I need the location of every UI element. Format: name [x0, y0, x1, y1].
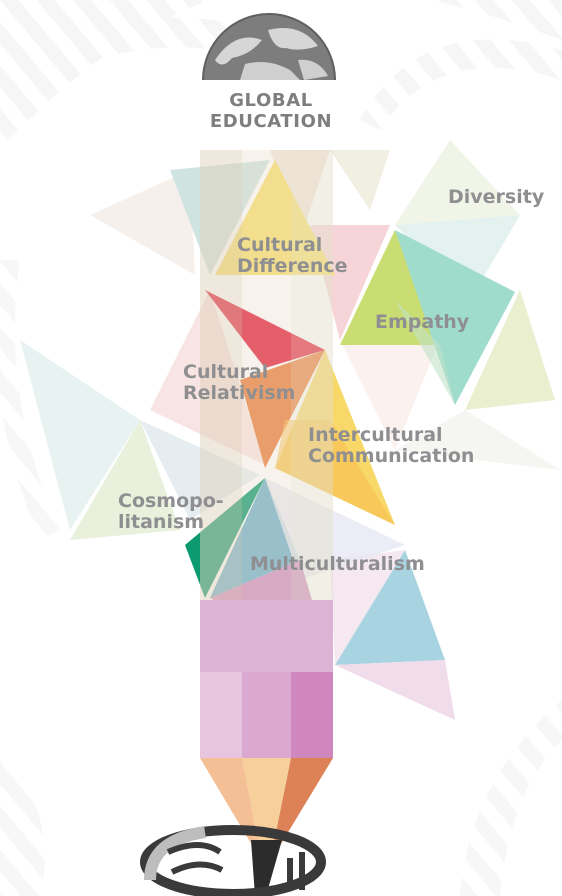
label-cosmopolitanism-line-1: Cosmopo- [118, 490, 224, 512]
label-intercultural-communication: Intercultural Communication [308, 425, 474, 467]
label-cultural-relativism-line-1: Cultural [183, 361, 269, 383]
concept-triangles [185, 160, 515, 660]
globe-icon [202, 13, 336, 81]
label-cosmopolitanism-line-2: litanism [118, 511, 205, 533]
title-line-2: EDUCATION [209, 111, 333, 132]
label-cultural-difference-line-1: Cultural [237, 234, 323, 256]
label-intercultural-communication-line-2: Communication [308, 445, 475, 467]
label-cultural-difference-line-2: Difference [237, 255, 348, 277]
title-line-1: GLOBAL [229, 90, 313, 111]
label-cultural-relativism-line-2: Relativism [183, 382, 296, 404]
label-multiculturalism: Multiculturalism [250, 553, 425, 575]
label-intercultural-communication-line-1: Intercultural [308, 424, 443, 446]
label-cultural-difference: Cultural Difference [237, 235, 348, 277]
label-cosmopolitanism: Cosmopo- litanism [118, 491, 224, 533]
page-title: GLOBAL EDUCATION [196, 90, 346, 132]
label-diversity: Diversity [448, 186, 545, 208]
pencil-illustration [200, 150, 333, 896]
logo-icon [140, 825, 326, 896]
label-empathy: Empathy [375, 311, 470, 333]
label-cultural-relativism: Cultural Relativism [183, 362, 295, 404]
